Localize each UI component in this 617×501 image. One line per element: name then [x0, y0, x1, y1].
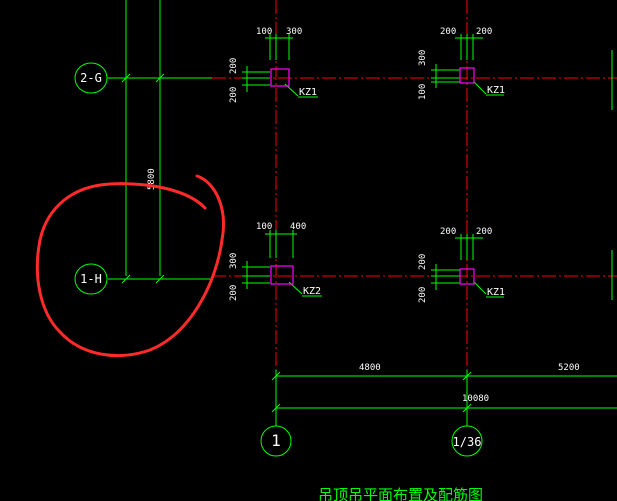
- drawing-title: 吊顶吊平面布置及配筋图: [318, 486, 483, 501]
- axis-label-col-left: 1: [271, 431, 281, 450]
- dim-ur-top-right: 200: [476, 27, 492, 37]
- dim-ll-top-right: 400: [290, 222, 306, 232]
- column-kz1-upper-left[interactable]: [270, 68, 290, 87]
- axis-label-col-right: 1/36: [453, 435, 482, 449]
- column-label-kz2-lower-left: KZ2: [303, 286, 321, 297]
- dim-overall: 10080: [462, 394, 489, 404]
- dim-bay-1: 4800: [359, 363, 381, 373]
- dim-left-vertical: 5800: [147, 168, 157, 190]
- axis-bubble-col-left[interactable]: [260, 425, 292, 457]
- dim-ll-top-left: 100: [256, 222, 272, 232]
- dim-lr-top-right: 200: [476, 227, 492, 237]
- dim-ur-top-left: 200: [440, 27, 456, 37]
- column-kz2-lower-left[interactable]: [270, 265, 294, 285]
- axis-bubble-row-lower[interactable]: [74, 263, 108, 295]
- grid-lines: [212, 0, 617, 410]
- column-kz1-upper-right[interactable]: [459, 67, 475, 84]
- markup-circle: [35, 174, 225, 358]
- axis-label-row-upper: 2-G: [80, 71, 102, 85]
- dim-lr-top-left: 200: [440, 227, 456, 237]
- dim-ul-side-top: 200: [229, 58, 239, 74]
- axis-bubble-col-right[interactable]: [451, 425, 483, 457]
- axis-label-row-lower: 1-H: [80, 272, 102, 286]
- dim-ur-side-bottom: 100: [418, 84, 428, 100]
- dim-ur-side-top: 300: [418, 50, 428, 66]
- column-kz1-lower-right[interactable]: [459, 268, 475, 285]
- column-label-kz1-lower-right: KZ1: [487, 287, 505, 298]
- dim-ll-side-bottom: 200: [229, 285, 239, 301]
- dim-lr-side-bottom: 200: [418, 287, 428, 303]
- column-label-kz1-upper-left: KZ1: [299, 87, 317, 98]
- dim-bay-2: 5200: [558, 363, 580, 373]
- dim-ul-side-bottom: 200: [229, 87, 239, 103]
- axis-bubble-row-upper[interactable]: [74, 62, 108, 94]
- dimension-lines: [107, 0, 617, 426]
- column-label-kz1-upper-right: KZ1: [487, 85, 505, 96]
- dim-ul-top-left: 100: [256, 27, 272, 37]
- dim-lr-side-top: 200: [418, 254, 428, 270]
- dim-ul-top-right: 300: [286, 27, 302, 37]
- dim-ll-side-top: 300: [229, 253, 239, 269]
